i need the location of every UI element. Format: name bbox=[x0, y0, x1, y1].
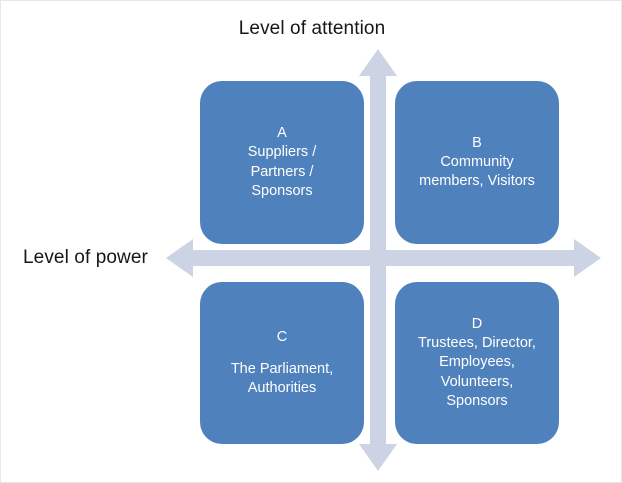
quadrant-c-text: The Parliament, Authorities bbox=[231, 360, 333, 398]
quadrant-a-text: Suppliers / Partners / Sponsors bbox=[248, 143, 317, 200]
quadrant-a[interactable]: A Suppliers / Partners / Sponsors bbox=[200, 81, 364, 244]
vertical-axis-label: Level of attention bbox=[238, 18, 386, 39]
quadrant-d-line-2: Employees, bbox=[439, 354, 515, 371]
quadrant-b-line-1: Community bbox=[440, 153, 514, 170]
quadrant-a-line-3: Sponsors bbox=[251, 182, 313, 199]
quadrant-b[interactable]: B Community members, Visitors bbox=[395, 81, 559, 244]
quadrant-b-text: Community members, Visitors bbox=[419, 153, 535, 191]
quadrant-a-line-2: Partners / bbox=[250, 163, 314, 180]
quadrant-d-text: Trustees, Director, Employees, Volunteer… bbox=[418, 334, 536, 411]
quadrant-a-letter: A bbox=[277, 125, 287, 142]
quadrant-d-line-1: Trustees, Director, bbox=[418, 335, 536, 352]
quadrant-c-letter: C bbox=[276, 328, 288, 345]
quadrant-c[interactable]: C The Parliament, Authorities bbox=[200, 282, 364, 444]
quadrant-b-line-2: members, Visitors bbox=[419, 173, 535, 190]
quadrant-d-letter: D bbox=[471, 316, 483, 333]
quadrant-a-line-1: Suppliers / bbox=[247, 144, 317, 161]
quadrant-d[interactable]: D Trustees, Director, Employees, Volunte… bbox=[395, 282, 559, 444]
quadrant-b-letter: B bbox=[472, 134, 482, 151]
quadrant-d-line-4: Sponsors bbox=[446, 392, 508, 409]
horizontal-axis-label: Level of power bbox=[23, 247, 148, 268]
horizontal-axis-arrow bbox=[166, 239, 601, 277]
quadrant-d-line-3: Volunteers, bbox=[440, 373, 514, 390]
quadrant-c-line-2: Authorities bbox=[247, 380, 317, 397]
quadrant-c-line-1: The Parliament, bbox=[230, 360, 334, 377]
